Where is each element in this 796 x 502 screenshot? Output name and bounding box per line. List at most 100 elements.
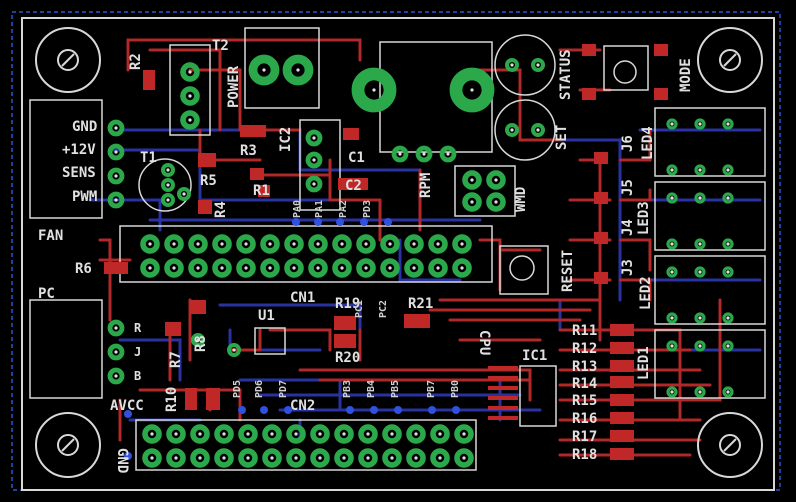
cn2-pad [406,448,426,468]
wmd-pad-hole [470,178,474,182]
cn1-pad [212,258,232,278]
label-r6: R6 [75,261,92,277]
led-pad [694,238,706,250]
cn2-pad [190,424,210,444]
cn2-pad-hole [342,432,346,436]
wmd-pad-hole [494,178,498,182]
led-pad [694,192,706,204]
rpm-pad-hole [446,152,450,156]
rpm-pad [391,145,409,163]
label-r8: R8 [193,335,209,352]
mounting-hole-bottom-right [697,412,763,478]
cn1-pad-hole [268,266,272,270]
cn1-pad [188,234,208,254]
t1-pad [161,178,175,192]
fan-pin-pad-hole [114,150,118,154]
cn2-pad [286,448,306,468]
cn1-pad [260,258,280,278]
cn2-pad-hole [270,456,274,460]
led-pad [694,386,706,398]
cn1-pad [164,258,184,278]
power-pad-hole [296,68,300,72]
t1-outline [138,158,192,212]
label-r18: R18 [572,447,597,463]
label-gnd2: GND [114,448,130,473]
cn2-pad [310,448,330,468]
label-j4: J4 [620,219,636,236]
cn1-pad [380,258,400,278]
led-pad-hole [698,316,702,320]
cn2-pad-hole [174,432,178,436]
misc-pad [227,343,241,357]
cn1-pad-hole [364,266,368,270]
led-pad [694,266,706,278]
label-cn2: CN2 [290,398,315,414]
fan-pin-pad-hole [114,174,118,178]
cn2-pad [214,448,234,468]
cn1-pad [404,258,424,278]
label-mode: MODE [678,58,694,92]
cn2-pad-hole [462,456,466,460]
misc-pad-hole [196,338,200,342]
cn1-pad [164,234,184,254]
label-r21: R21 [408,296,433,312]
wmd-pad [486,170,506,190]
label-pd3: PD3 [362,200,373,218]
led-pad [666,238,678,250]
label-pd6: PD6 [254,380,265,398]
cn2-pad-hole [318,456,322,460]
cn1-pad-hole [412,242,416,246]
cn1-pad [284,234,304,254]
cn1-pad-hole [340,266,344,270]
silkscreen-labels: T2 R2 POWER STATUS MODE GND +12V SENS PW… [38,38,694,473]
label-r2: R2 [128,53,144,70]
cn2-pad-hole [342,456,346,460]
mounting-holes [35,27,763,478]
label-u1: U1 [258,308,275,324]
label-pa2: PA2 [338,200,349,218]
cn1-pad-hole [196,242,200,246]
silkscreen-outlines [29,27,766,471]
t2-pad [180,110,200,130]
cn2-pad-hole [390,432,394,436]
cn2-pad-hole [198,456,202,460]
led-pad [694,164,706,176]
cn2-pad [214,424,234,444]
cn2-pad [238,448,258,468]
t1-pad [161,193,175,207]
label-pd7: PD7 [278,380,289,398]
led-pad [722,340,734,352]
label-pwm: PWM [72,189,97,205]
label-12v: +12V [62,142,96,158]
label-t1: T1 [140,150,157,166]
led-pad [694,118,706,130]
led-pad-hole [670,390,674,394]
fan-pin-pad [107,167,125,185]
cap-pad [449,67,495,113]
set-led-pad-hole [536,128,540,132]
status-led-pad-hole [510,63,514,67]
label-r14: R14 [572,376,597,392]
fan-pin-pad-hole [114,126,118,130]
label-r5: R5 [200,173,217,189]
misc-pad-hole [232,348,236,352]
cn1-pad-hole [460,242,464,246]
cn2-pad [406,424,426,444]
cn2-pad [310,424,330,444]
led-pad-hole [670,122,674,126]
led-pad [666,266,678,278]
label-pc1: PC1 [354,300,365,318]
label-t2: T2 [212,38,229,54]
label-ic2: IC2 [278,127,294,152]
cn1-pad [452,234,472,254]
status-led-pad [531,58,545,72]
through-hole-pads [107,54,734,468]
led-pad [666,340,678,352]
cn1-pad-hole [196,266,200,270]
cn2-pad-hole [222,432,226,436]
cn2-pad [382,448,402,468]
cn1-pad [236,234,256,254]
cn1-pad [452,258,472,278]
cn2-pad [286,424,306,444]
